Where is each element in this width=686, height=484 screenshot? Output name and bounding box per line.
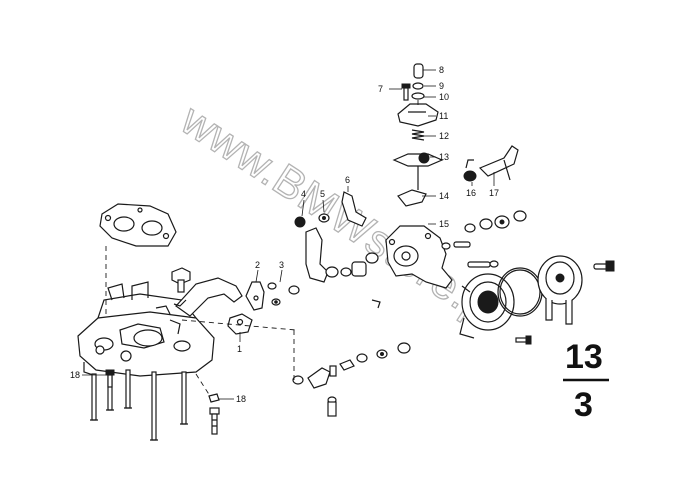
callout-3: 3 — [279, 260, 284, 270]
callout-labels: 7 8 9 10 11 12 13 14 15 16 17 4 5 6 2 3 … — [70, 65, 499, 404]
throttle-shaft-lever — [173, 277, 243, 317]
bracket-2 — [245, 281, 265, 311]
gasket-14 — [397, 189, 427, 207]
watermark-text: www.BMWstore.pl — [172, 95, 511, 339]
bracket-6 — [341, 191, 367, 227]
diaphragm-stack — [392, 63, 444, 190]
throttle-lever-1 — [227, 313, 253, 335]
screw-18-right — [208, 393, 220, 435]
mounting-studs — [90, 369, 188, 441]
callout-2: 2 — [255, 260, 260, 270]
choke-small-parts — [441, 210, 527, 268]
carburetor-body — [77, 281, 215, 377]
bimetal-spring-housing — [459, 273, 515, 339]
callout-14: 14 — [439, 191, 449, 201]
callout-16: 16 — [466, 188, 476, 198]
choke-pulldown — [463, 145, 519, 182]
callout-13: 13 — [439, 152, 449, 162]
plug — [171, 267, 191, 293]
callout-5: 5 — [320, 189, 325, 199]
callout-7: 7 — [378, 84, 383, 94]
callout-10: 10 — [439, 92, 449, 102]
choke-housing-15 — [385, 225, 453, 289]
callout-15: 15 — [439, 219, 449, 229]
washer-5 — [318, 213, 330, 223]
washer-3-group — [267, 282, 300, 306]
callout-18-left: 18 — [70, 370, 80, 380]
callout-11: 11 — [439, 111, 448, 121]
lower-linkage — [292, 342, 411, 417]
group-number: 13 3 — [563, 338, 609, 424]
callout-1: 1 — [237, 344, 242, 354]
callout-4: 4 — [301, 189, 306, 199]
group-sub-number: 3 — [574, 386, 593, 424]
callout-8: 8 — [439, 65, 444, 75]
callout-18-right: 18 — [236, 394, 246, 404]
group-main-number: 13 — [565, 338, 603, 376]
flange-gasket — [99, 203, 177, 247]
tiny-clip — [371, 299, 381, 309]
callout-17: 17 — [489, 188, 499, 198]
callout-6: 6 — [345, 175, 350, 185]
pivot-bushing — [340, 252, 379, 277]
screw-18-left — [105, 369, 115, 388]
callout-12: 12 — [439, 131, 449, 141]
choke-cover — [537, 255, 583, 325]
callout-9: 9 — [439, 81, 444, 91]
cover-screw — [593, 260, 615, 272]
leader-lines — [82, 69, 495, 400]
lever-arm — [294, 216, 339, 283]
small-screw — [515, 335, 532, 345]
